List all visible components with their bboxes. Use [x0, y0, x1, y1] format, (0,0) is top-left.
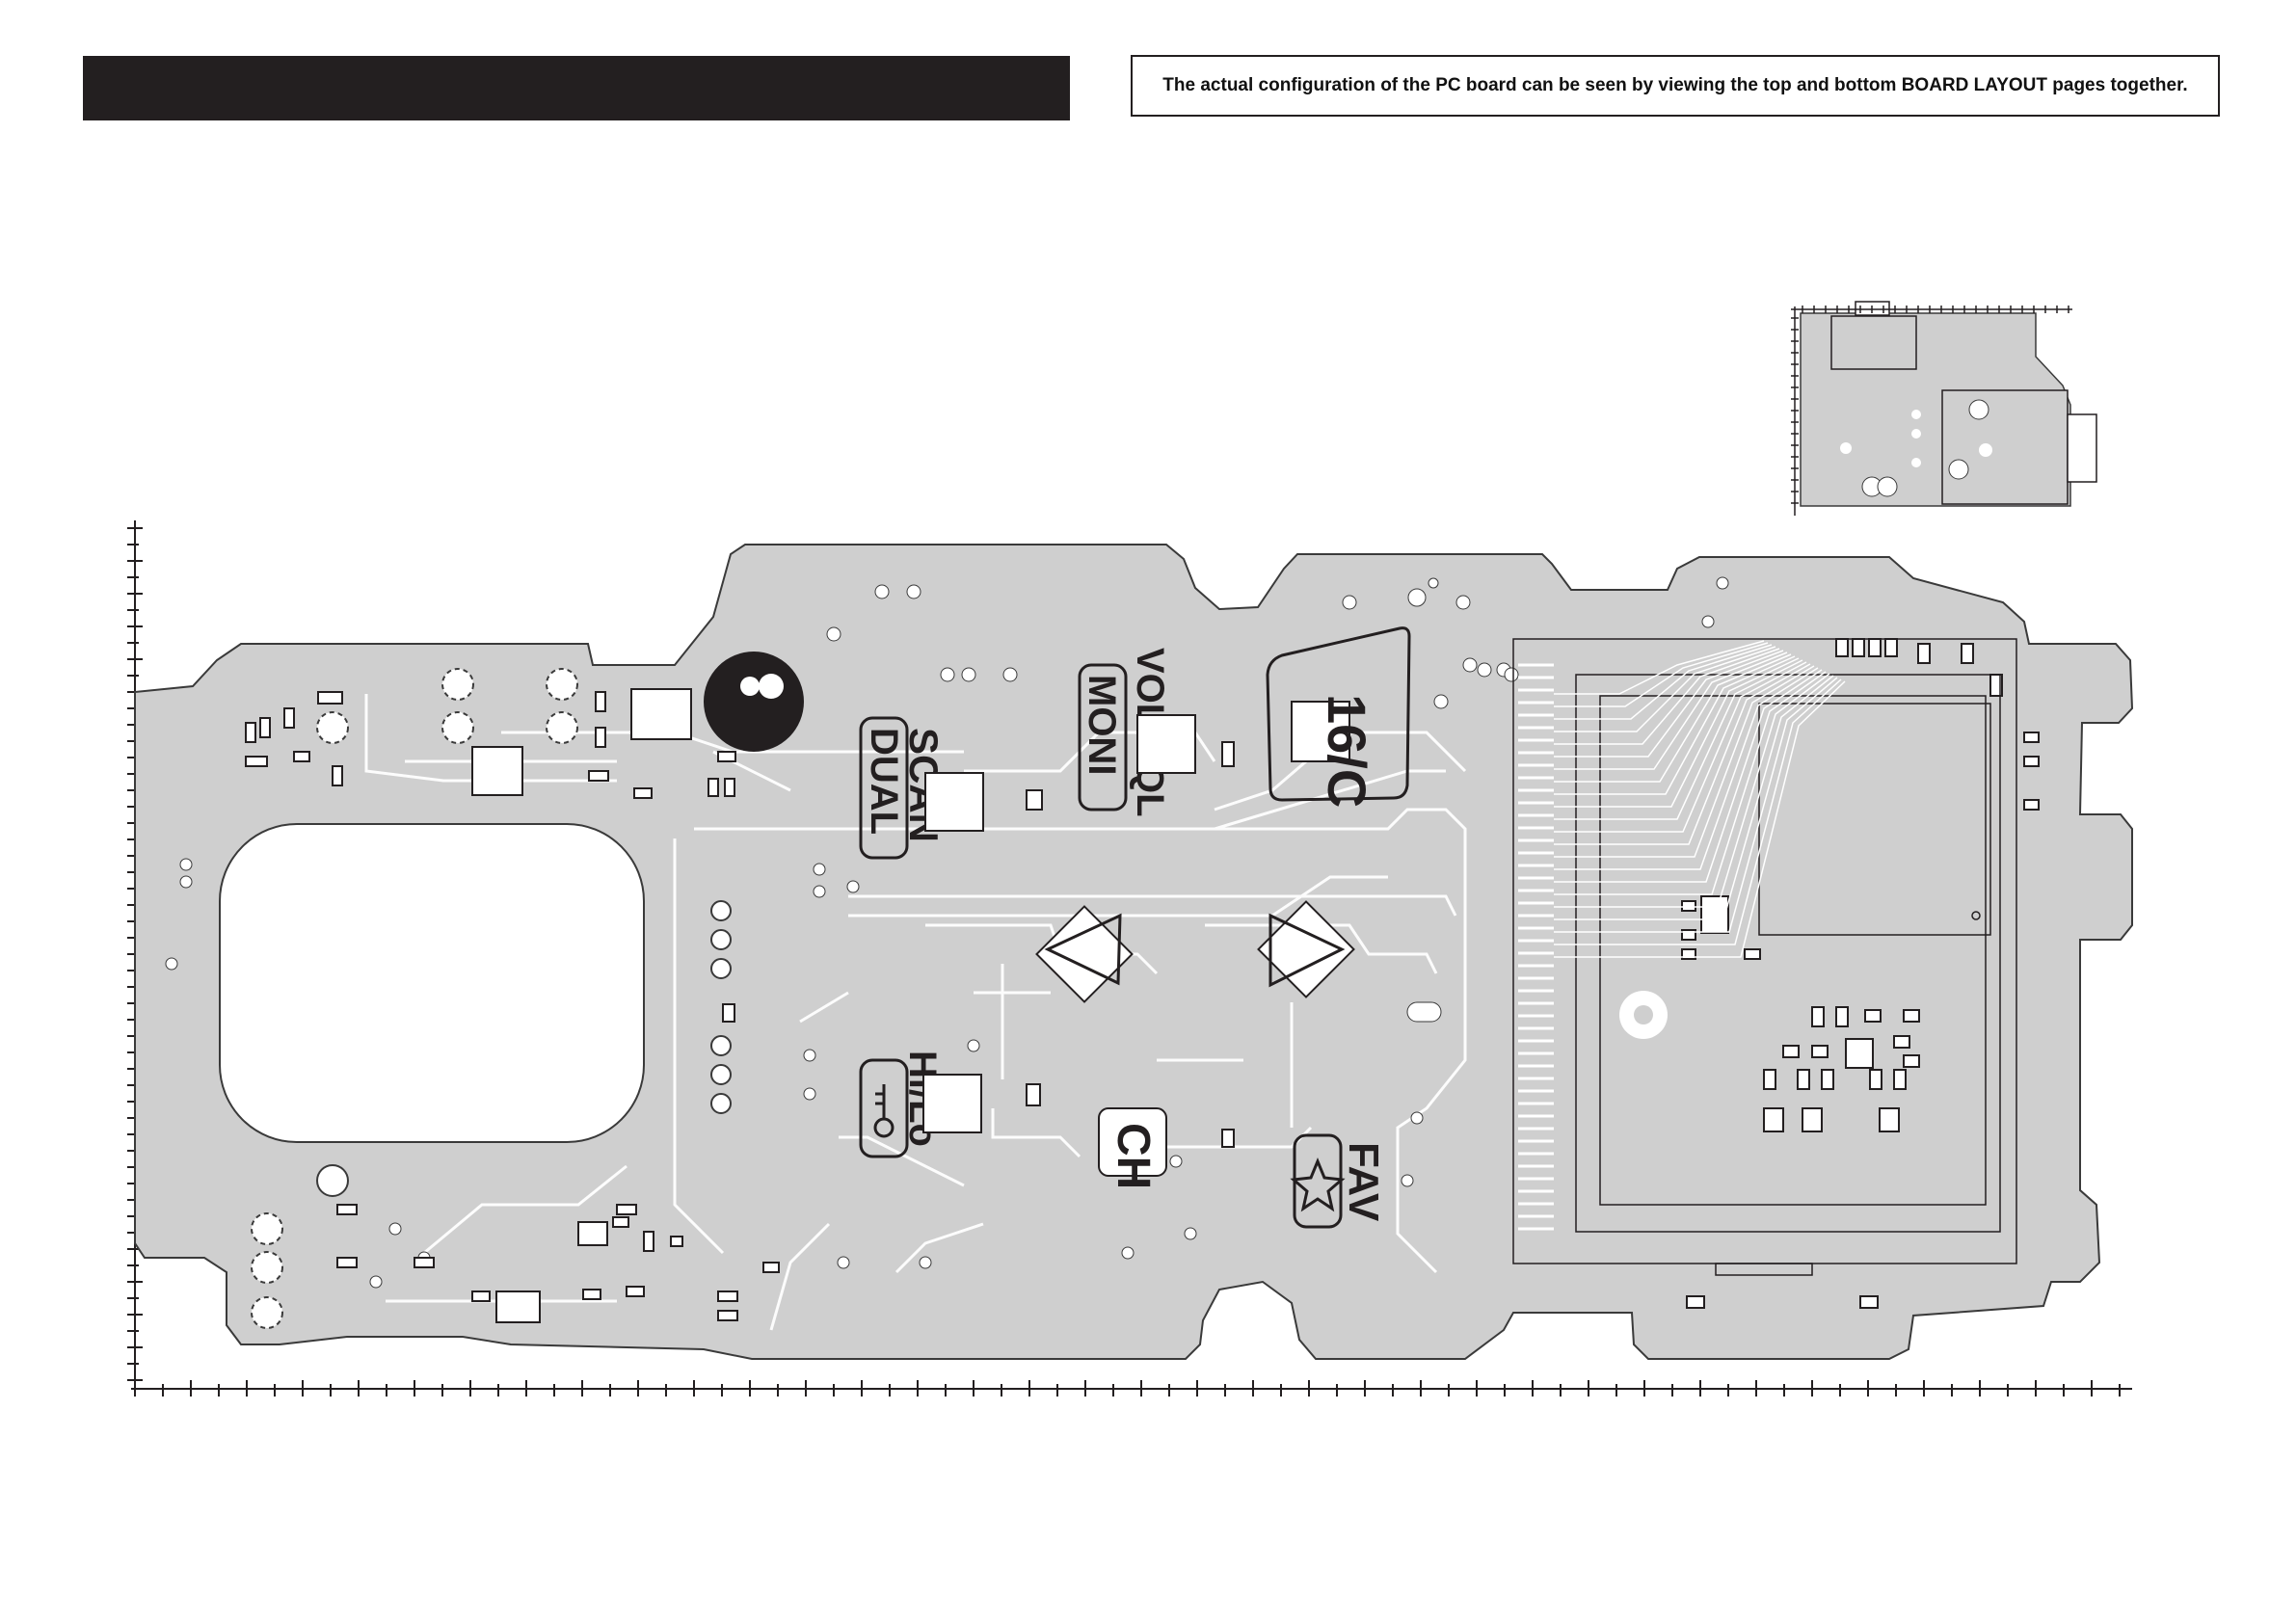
key-moni-label: MONI — [1081, 675, 1123, 775]
buzzer — [704, 652, 804, 752]
bottom-ruler — [131, 1380, 2132, 1397]
inset-board — [1791, 302, 2096, 516]
key-scan-switch — [925, 773, 983, 831]
key-16c-label: 16/C — [1317, 694, 1377, 808]
key-ch-label: CH — [1108, 1123, 1159, 1189]
display-cutout — [220, 824, 644, 1142]
key-hi-lo-switch — [923, 1075, 981, 1132]
pcb-board: 16/C VOL/SQL MONI SCAN DUAL Hi/Lo — [135, 545, 2132, 1359]
key-dual-label: DUAL — [863, 728, 905, 835]
key-moni-switch — [1137, 715, 1195, 773]
key-fav-label: FAV — [1340, 1142, 1387, 1222]
